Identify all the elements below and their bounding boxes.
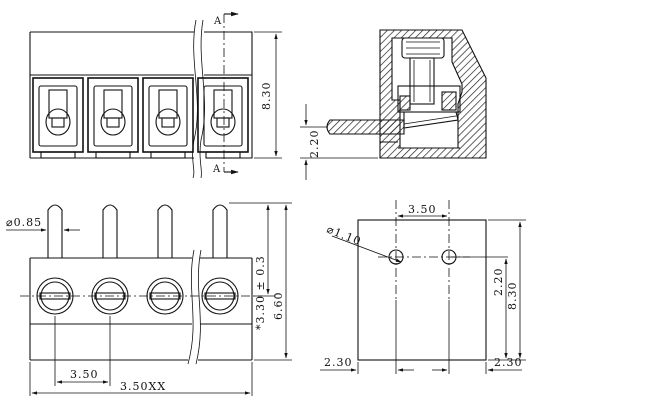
section-mark-top: A (213, 16, 222, 27)
terminal-window (32, 77, 84, 159)
section-view: 2.20 (300, 29, 487, 180)
front-view: A A 8.30 (29, 11, 282, 179)
break-line (192, 19, 198, 179)
bottom-pitch-dim: 3.50 (70, 368, 99, 381)
bottom-height-dim: 6.60 (272, 292, 285, 321)
pin-diameter-label: ⌀0.85 (6, 216, 42, 229)
pin (102, 204, 118, 258)
hole-offset-dim: 2.20 (492, 268, 505, 297)
front-height-dim: 8.30 (260, 82, 273, 111)
terminal-window (197, 77, 249, 159)
section-mark-bottom: A (212, 164, 221, 175)
screw-body (409, 57, 435, 105)
section-pin-offset-dim: 2.20 (308, 130, 321, 159)
pcb-height-dim: 8.30 (506, 282, 519, 311)
pin (157, 204, 173, 258)
housing-section (379, 29, 487, 159)
offset-tolerance-dim: *3.30 ± 0.3 (254, 255, 267, 330)
pin (212, 204, 228, 258)
footprint-outline (357, 219, 487, 361)
break-line (199, 19, 205, 179)
left-margin-dim: 2.30 (324, 356, 353, 369)
pcb-layout-view: 3.50 ⌀1.10 2.20 8.30 2.30 2.30 (320, 200, 526, 374)
bottom-view: ⌀0.85 *3.30 ± 0.3 6.60 3.50 3.50XX (6, 202, 292, 396)
terminal-window (142, 77, 194, 159)
pcb-pitch-dim: 3.50 (408, 203, 437, 216)
solder-pin (326, 119, 405, 135)
overall-length-dim: 3.50XX (120, 380, 166, 393)
terminal-window (87, 77, 139, 159)
right-margin-dim: 2.30 (494, 356, 523, 369)
pin (47, 204, 63, 258)
